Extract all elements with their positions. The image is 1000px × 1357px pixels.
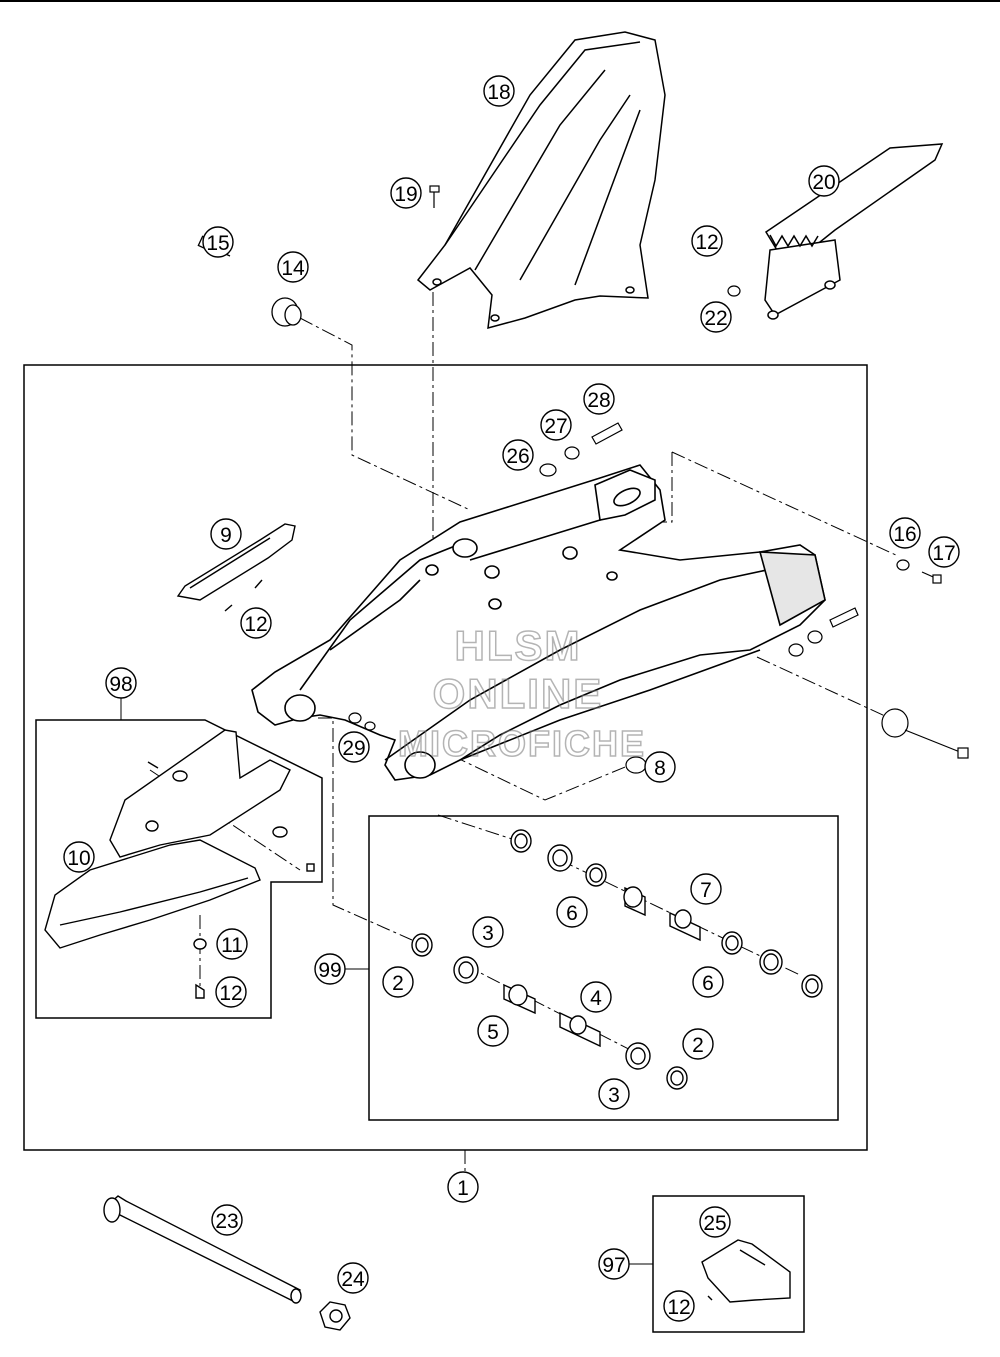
callout-3b: 3 <box>598 1078 630 1110</box>
svg-text:15: 15 <box>206 232 229 255</box>
svg-text:14: 14 <box>281 257 305 280</box>
svg-text:25: 25 <box>703 1212 726 1235</box>
callout-11: 11 <box>216 928 248 960</box>
svg-text:3: 3 <box>608 1084 620 1107</box>
svg-text:2: 2 <box>692 1034 704 1057</box>
callout-23: 23 <box>211 1204 243 1236</box>
svg-text:20: 20 <box>812 171 835 194</box>
callout-15: 15 <box>202 226 234 258</box>
pivot-axle-part <box>103 1195 302 1304</box>
svg-text:9: 9 <box>220 524 232 547</box>
callout-98: 98 <box>105 667 137 699</box>
svg-text:4: 4 <box>590 987 602 1010</box>
callout-25: 25 <box>699 1206 731 1238</box>
svg-text:6: 6 <box>566 902 578 925</box>
svg-text:16: 16 <box>893 523 916 546</box>
adjuster-parts <box>539 422 623 477</box>
svg-text:28: 28 <box>587 389 610 412</box>
svg-text:12: 12 <box>244 613 267 636</box>
callout-12d: 12 <box>663 1290 695 1322</box>
svg-text:6: 6 <box>702 972 714 995</box>
callout-29: 29 <box>338 731 370 763</box>
chain-slider-part <box>176 523 296 612</box>
fender-bolt-part <box>429 185 440 208</box>
svg-text:11: 11 <box>221 934 243 957</box>
callout-1: 1 <box>447 1171 479 1203</box>
svg-text:7: 7 <box>700 879 712 902</box>
callout-9: 9 <box>210 518 242 550</box>
chain-guard-part <box>764 143 944 320</box>
svg-text:17: 17 <box>932 542 955 565</box>
watermark: HLSM ONLINE MICROFICHE <box>397 621 646 765</box>
svg-text:MICROFICHE: MICROFICHE <box>398 723 646 764</box>
svg-text:24: 24 <box>341 1268 365 1291</box>
svg-text:29: 29 <box>342 737 365 760</box>
callout-19: 19 <box>390 177 422 209</box>
callout-17: 17 <box>928 536 960 568</box>
callout-5: 5 <box>477 1015 509 1047</box>
callout-8: 8 <box>644 751 676 783</box>
svg-text:19: 19 <box>394 183 417 206</box>
bearing-kit-parts <box>411 829 823 1090</box>
svg-text:27: 27 <box>544 415 567 438</box>
svg-text:8: 8 <box>654 757 666 780</box>
svg-text:12: 12 <box>219 982 242 1005</box>
svg-text:22: 22 <box>704 307 727 330</box>
rear-fender-part <box>416 31 666 330</box>
svg-text:23: 23 <box>215 1210 238 1233</box>
callout-22: 22 <box>700 301 732 333</box>
callout-12a: 12 <box>691 225 723 257</box>
swingarm-assembly-box <box>23 364 868 1151</box>
callout-3a: 3 <box>472 916 504 948</box>
callout-4: 4 <box>580 981 612 1013</box>
callout-12b: 12 <box>240 607 272 639</box>
callout-2a: 2 <box>382 966 414 998</box>
cap-and-plug-parts <box>348 712 647 774</box>
svg-text:ONLINE: ONLINE <box>433 670 604 717</box>
svg-text:3: 3 <box>482 922 494 945</box>
svg-text:12: 12 <box>667 1296 690 1319</box>
svg-text:98: 98 <box>109 673 132 696</box>
callout-7: 7 <box>690 873 722 905</box>
svg-text:18: 18 <box>487 81 510 104</box>
callout-14: 14 <box>277 251 309 283</box>
callout-97: 97 <box>598 1248 630 1280</box>
callout-16: 16 <box>889 517 921 549</box>
swingarm-part <box>251 464 826 781</box>
callout-27: 27 <box>540 409 572 441</box>
callout-6b: 6 <box>692 966 724 998</box>
callout-20: 20 <box>808 165 840 197</box>
callout-26: 26 <box>502 439 534 471</box>
svg-text:2: 2 <box>392 972 404 995</box>
callout-6a: 6 <box>556 896 588 928</box>
svg-text:99: 99 <box>318 959 341 982</box>
svg-text:26: 26 <box>506 445 529 468</box>
heel-guard-part <box>701 1239 791 1303</box>
svg-text:1: 1 <box>457 1177 469 1200</box>
callout-28: 28 <box>583 383 615 415</box>
chain-guide-part <box>44 729 315 999</box>
callout-2b: 2 <box>682 1028 714 1060</box>
group-leader-lines <box>120 698 653 1265</box>
svg-text:97: 97 <box>602 1254 625 1277</box>
callout-12c: 12 <box>215 976 247 1008</box>
pivot-nut-part <box>319 1301 351 1331</box>
callout-18: 18 <box>483 75 515 107</box>
callout-10: 10 <box>63 841 95 873</box>
callout-24: 24 <box>337 1262 369 1294</box>
bearing-kit-box <box>368 815 839 1121</box>
svg-text:HLSM: HLSM <box>455 622 582 669</box>
svg-text:12: 12 <box>695 231 718 254</box>
svg-text:5: 5 <box>487 1021 499 1044</box>
callout-99: 99 <box>314 953 346 985</box>
svg-text:10: 10 <box>67 847 90 870</box>
callout-numbers: 1 2 2 3 3 4 5 6 6 7 8 9 10 11 12 12 12 1… <box>63 75 960 1322</box>
right-side-fasteners <box>788 559 969 759</box>
